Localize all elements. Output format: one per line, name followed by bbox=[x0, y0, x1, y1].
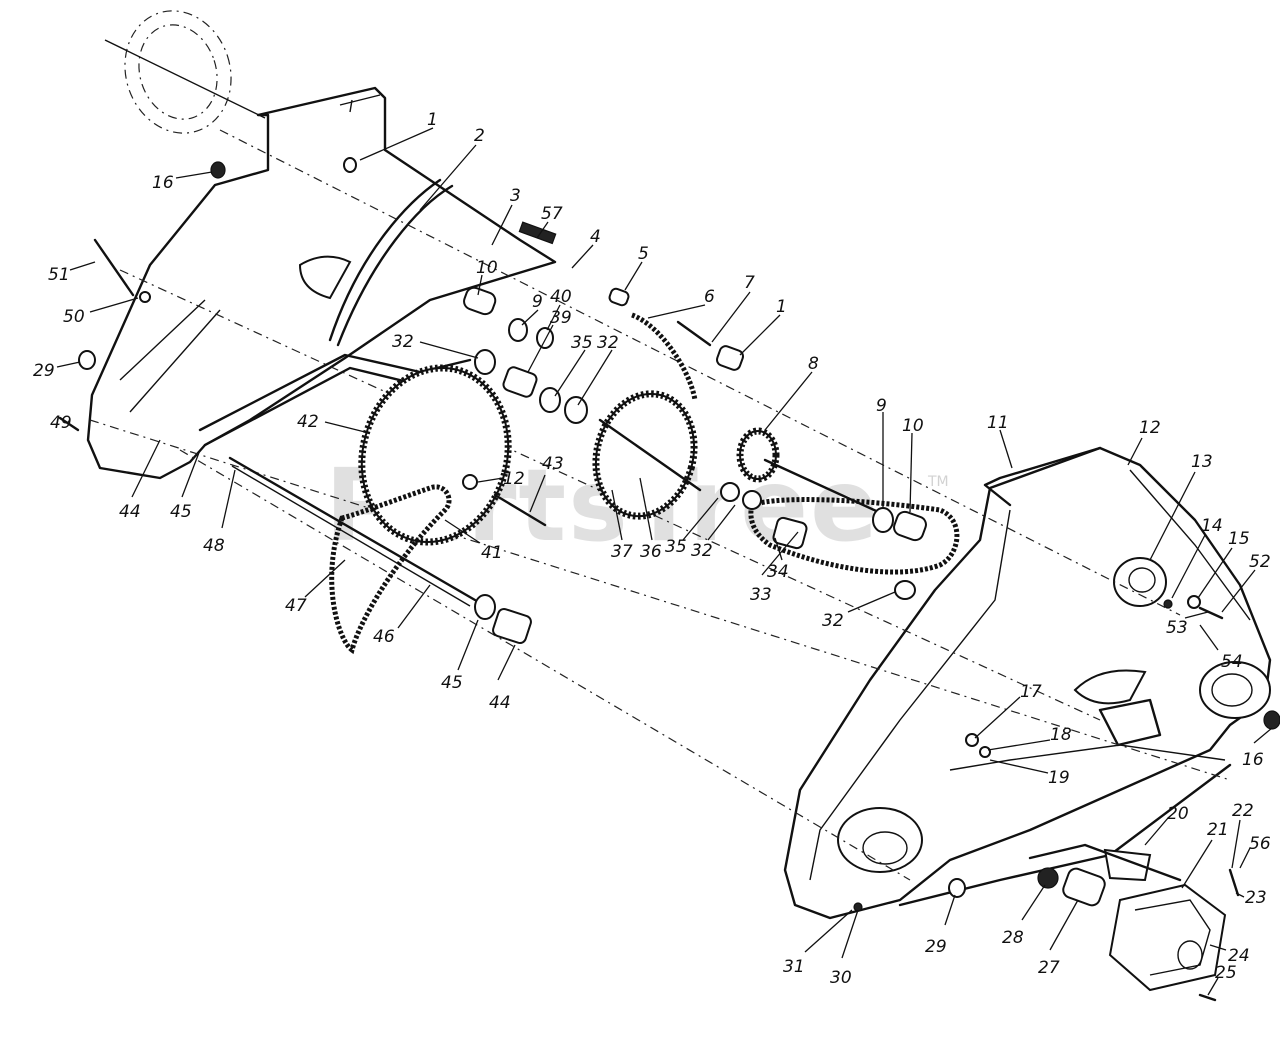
left-chain bbox=[329, 484, 452, 655]
callout-label: 23 bbox=[1245, 888, 1267, 908]
middle-sprocket bbox=[592, 312, 698, 520]
callout-label: 22 bbox=[1232, 801, 1254, 821]
callout-label: 32 bbox=[691, 541, 713, 561]
callout-label: 9 bbox=[532, 292, 543, 312]
callout-label: 32 bbox=[822, 611, 844, 631]
callout-label: 6 bbox=[704, 287, 715, 307]
callout-label: 32 bbox=[597, 333, 619, 353]
callout-label: 12 bbox=[503, 469, 525, 489]
callout-label: 45 bbox=[441, 673, 463, 693]
callout-label: 15 bbox=[1228, 529, 1250, 549]
callout-label: 33 bbox=[750, 585, 772, 605]
callout-label: 4 bbox=[590, 227, 601, 247]
callout-label: 3 bbox=[510, 186, 521, 206]
callout-label: 56 bbox=[1249, 834, 1271, 854]
right-chain bbox=[748, 497, 960, 575]
callout-label: 34 bbox=[767, 562, 789, 582]
callout-label: 36 bbox=[640, 542, 662, 562]
callout-label: 52 bbox=[1249, 552, 1271, 572]
callout-label: 20 bbox=[1167, 804, 1189, 824]
callout-label: 51 bbox=[48, 265, 70, 285]
callout-label: 25 bbox=[1215, 963, 1237, 983]
callout-label: 53 bbox=[1166, 618, 1188, 638]
callout-label: 13 bbox=[1191, 452, 1213, 472]
callout-label: 7 bbox=[744, 273, 755, 293]
callout-label: 35 bbox=[665, 537, 687, 557]
callout-label: 40 bbox=[550, 287, 572, 307]
hardware bbox=[58, 157, 1280, 912]
callout-label: 44 bbox=[489, 693, 511, 713]
callouts: 1 2 3 57 4 5 6 7 1 8 16 51 50 29 49 44 4… bbox=[33, 110, 1273, 996]
callout-label: 28 bbox=[1002, 928, 1024, 948]
callout-label: 49 bbox=[50, 413, 72, 433]
callout-label: 42 bbox=[297, 412, 319, 432]
callout-label: 9 bbox=[876, 396, 887, 416]
small-sprocket bbox=[736, 427, 780, 483]
callout-label: 16 bbox=[152, 173, 174, 193]
callout-label: 19 bbox=[1048, 768, 1070, 788]
callout-label: 5 bbox=[638, 244, 649, 264]
callout-label: 27 bbox=[1038, 958, 1060, 978]
callout-label: 2 bbox=[474, 126, 485, 146]
callout-label: 57 bbox=[541, 204, 563, 224]
callout-label: 39 bbox=[550, 308, 572, 328]
callout-label: 46 bbox=[373, 627, 395, 647]
callout-label: 10 bbox=[476, 258, 498, 278]
callout-label: 1 bbox=[776, 297, 787, 317]
callout-label: 30 bbox=[830, 968, 852, 988]
callout-label: 11 bbox=[987, 413, 1009, 433]
callout-label: 32 bbox=[392, 332, 414, 352]
callout-label: 41 bbox=[481, 543, 503, 563]
callout-label: 29 bbox=[925, 937, 947, 957]
callout-label: 45 bbox=[170, 502, 192, 522]
callout-label: 37 bbox=[611, 542, 633, 562]
callout-label: 8 bbox=[808, 354, 819, 374]
callout-label: 12 bbox=[1139, 418, 1161, 438]
gearbox-assembly bbox=[1028, 843, 1240, 1002]
callout-label: 21 bbox=[1207, 820, 1229, 840]
shafts bbox=[228, 320, 887, 607]
callout-label: 1 bbox=[427, 110, 438, 130]
callout-label: 44 bbox=[119, 502, 141, 522]
callout-label: 10 bbox=[902, 416, 924, 436]
callout-label: 14 bbox=[1201, 516, 1223, 536]
callout-label: 35 bbox=[571, 333, 593, 353]
callout-label: 48 bbox=[203, 536, 225, 556]
callout-label: 31 bbox=[783, 957, 805, 977]
callout-label: 16 bbox=[1242, 750, 1264, 770]
wheel bbox=[104, 10, 266, 134]
left-housing bbox=[86, 86, 557, 480]
callout-label: 24 bbox=[1228, 946, 1250, 966]
callout-label: 54 bbox=[1221, 652, 1243, 672]
callout-label: 47 bbox=[285, 596, 307, 616]
callout-label: 43 bbox=[542, 454, 564, 474]
callout-label: 18 bbox=[1050, 725, 1072, 745]
callout-label: 50 bbox=[63, 307, 85, 327]
callout-label: 29 bbox=[33, 361, 55, 381]
callout-label: 17 bbox=[1020, 682, 1042, 702]
watermark-trademark: TM bbox=[927, 474, 949, 490]
